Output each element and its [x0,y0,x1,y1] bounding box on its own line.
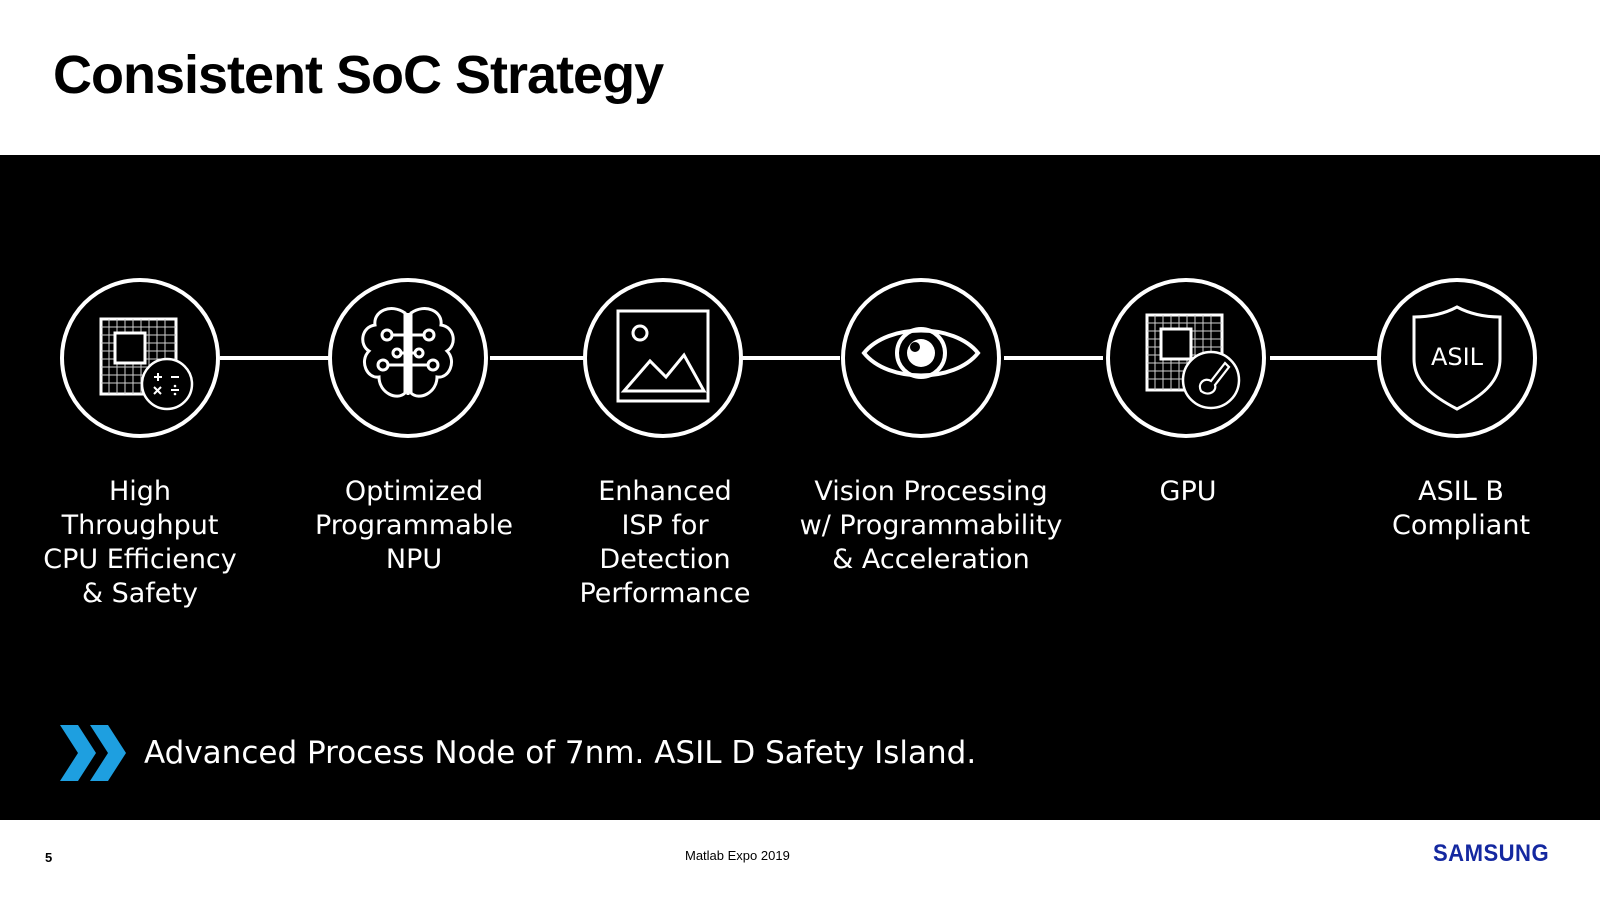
samsung-logo: SAMSUNG [1433,840,1550,867]
highlight-row: Advanced Process Node of 7nm. ASIL D Saf… [60,723,976,783]
cpu-node [55,273,225,443]
page-number: 5 [45,850,53,865]
image-icon [616,309,710,403]
cpu-calculator-icon [99,317,194,411]
gpu-node [1101,273,1271,443]
footer-event: Matlab Expo 2019 [685,848,790,863]
connector-lines [220,356,1380,360]
label-gpu: GPU [1159,476,1217,507]
highlight-text: Advanced Process Node of 7nm. ASIL D Saf… [144,735,977,771]
npu-node [323,273,493,443]
brain-circuit-icon [361,307,455,398]
label-cpu: High Throughput CPU Efficiency & Safety [43,476,237,609]
label-isp: Enhanced ISP for Detection Performance [579,476,751,609]
slide-title: Consistent SoC Strategy [53,45,664,105]
isp-node [578,273,748,443]
shield-badge-text: ASIL [1431,343,1484,371]
label-npu: Optimized Programmable NPU [314,476,514,575]
strategy-band: ASIL High Throughput CPU Efficiency & Sa… [0,155,1600,820]
vision-node [836,273,1006,443]
chip-brush-icon [1145,313,1241,410]
shield-icon: ASIL [1412,305,1502,411]
asil-node: ASIL [1372,273,1542,443]
label-asil: ASIL B Compliant [1391,476,1531,541]
label-vision: Vision Processing w/ Programmability & A… [799,476,1063,575]
eye-icon [861,327,981,379]
double-chevron-icon [60,725,126,781]
